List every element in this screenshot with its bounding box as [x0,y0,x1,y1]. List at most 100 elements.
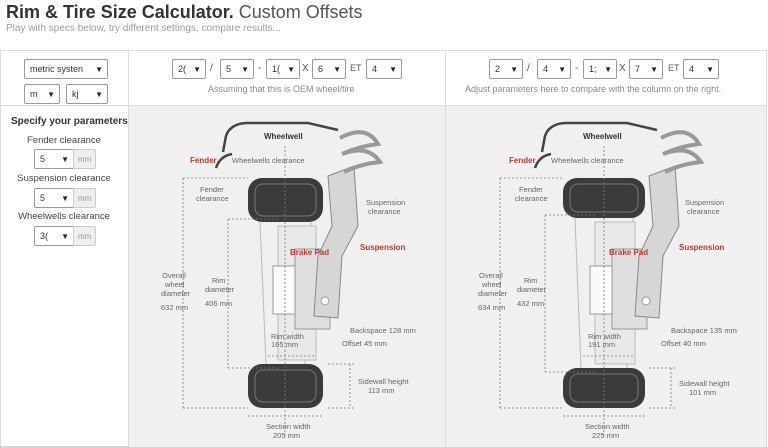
wheelwell-outline [540,121,658,153]
oem-aspect-ratio-select[interactable]: 5▼ [220,59,254,79]
wheelwells-clearance-select[interactable]: 3( ▼ [34,226,74,246]
rim-width-value: 191 mm [588,340,615,349]
page-title: Rim & Tire Size Calculator. Custom Offse… [6,2,362,23]
suspension-clearance-line2: clearance [368,207,401,216]
compare-dimension-labels: Wheelwell Fender Wheelwells clearance Fe… [478,132,737,440]
wheelwell-label: Wheelwell [583,132,622,141]
suspension-clearance-line1: Suspension [366,198,405,207]
chevron-down-icon: ▼ [287,65,295,74]
suspension-spring [339,130,384,174]
suspension-clearance-line1: Suspension [685,198,724,207]
x-separator: X [619,63,626,74]
suspension-label: Suspension [360,243,405,252]
oem-dimension-labels: Wheelwell Fender Wheelwells clearance Fe… [161,132,416,440]
suspension-clearance-select[interactable]: 5▼ [34,188,74,208]
fender-outline [214,152,233,169]
suspension-strut [313,165,359,319]
overall-diameter-line3: diameter [478,289,508,298]
fender-clearance-line1: Fender [200,185,224,194]
oem-rim-width-select[interactable]: 6▼ [312,59,346,79]
page-subtitle: Play with specs below, try different set… [6,23,281,34]
wheelwells-clearance-value: 3( [40,231,49,241]
unit-suffix: mm [73,188,96,208]
compare-offset-value: 4 [689,64,695,74]
offset-label: Offset 40 mm [661,339,706,348]
wheelwells-clearance-label: Wheelwells clearance [551,156,624,165]
compare-tire-width-select[interactable]: 2▼ [489,59,523,79]
unit-suffix: mm [73,226,96,246]
oem-tire-width-select[interactable]: 2(▼ [172,59,206,79]
section-width-label: Section width [266,422,311,431]
oem-dimension-lines [182,146,356,436]
tire-top-tread [254,183,317,217]
wheelwells-clearance-label: Wheelwells clearance [232,156,305,165]
tire-top [248,178,323,222]
unit-system-value: metric systen [30,64,84,74]
unit-system-select[interactable]: metric systen ▼ [24,59,108,79]
unit-suffix: mm [73,149,96,169]
length-unit-select[interactable]: m▼ [24,84,60,104]
strut-bolt [641,296,651,306]
sidewall-height-value: 101 mm [689,388,716,397]
oem-rim-diameter-select[interactable]: 1( ▼ [266,59,300,79]
compare-aspect-ratio-value: 4 [543,64,549,74]
chevron-down-icon: ▼ [47,90,55,99]
strut-bolt [320,296,330,306]
oem-wheel-assembly [248,130,384,408]
chevron-down-icon: ▼ [604,65,612,74]
brake-disc [589,265,613,315]
sidewall-height-value: 113 mm [368,386,395,395]
wheelwell-label: Wheelwell [264,132,303,141]
dash-separator: - [575,63,579,74]
slash-separator: / [527,63,530,74]
page-title-bold: Rim & Tire Size Calculator. [6,2,234,22]
brake-pad-label: Brake Pad [609,248,648,257]
oem-rim-diameter-value: 1( [272,64,281,74]
brake-disc [272,265,296,315]
chevron-down-icon: ▼ [510,65,518,74]
sidewall-height-label: Sidewall height [679,379,730,388]
sidewall-height-label: Sidewall height [358,377,409,386]
compare-aspect-ratio-select[interactable]: 4▼ [537,59,571,79]
compare-rim-diameter-value: 1; [589,64,597,74]
wheelwells-clearance-label: Wheelwells clearance [18,211,110,222]
weight-unit-select[interactable]: kj▼ [66,84,108,104]
section-width-label: Section width [585,422,630,431]
chevron-down-icon: ▼ [333,65,341,74]
backspace-label: Backspace 135 mm [671,326,737,335]
chevron-down-icon: ▼ [61,155,69,164]
page-title-rest: Custom Offsets [238,2,363,22]
compare-offset-select[interactable]: 4▼ [683,59,719,79]
suspension-clearance-value: 5 [40,193,46,203]
oem-offset-select[interactable]: 4▼ [366,59,402,79]
oem-rim-width-value: 6 [318,64,324,74]
et-separator: ET [350,63,362,73]
overall-diameter-line2: wheel [481,280,502,289]
compare-tire-width-value: 2 [495,64,501,74]
compare-rim-diameter-select[interactable]: 1; ▼ [583,59,617,79]
compare-rim-width-select[interactable]: 7▼ [629,59,663,79]
slash-separator: / [210,63,213,74]
wheelwell-outline [221,121,339,153]
tire-bottom-tread [254,369,317,403]
rim-diameter-value: 432 mm [517,299,544,308]
chevron-down-icon: ▼ [650,65,658,74]
section-width-value: 225 mm [592,431,619,440]
fender-clearance-line1: Fender [519,185,543,194]
rim-width-value: 165 mm [271,340,298,349]
oem-offset-value: 4 [372,64,378,74]
chevron-down-icon: ▼ [95,65,103,74]
chevron-down-icon: ▼ [558,65,566,74]
oem-tire-width-value: 2( [178,64,187,74]
fender-clearance-select[interactable]: 5▼ [34,149,74,169]
overall-diameter-line1: Overall [162,271,186,280]
fender-clearance-line2: clearance [196,194,229,203]
oem-wheel-diagram: Wheelwell Fender Wheelwells clearance Fe… [161,121,416,440]
overall-diameter-line2: wheel [164,280,185,289]
fender-outline [533,152,552,169]
suspension-clearance-line2: clearance [687,207,720,216]
rim-diameter-value: 406 mm [205,299,232,308]
chevron-down-icon: ▼ [61,232,69,241]
compare-dimension-lines [499,146,677,436]
rim-diameter-line2: diameter [517,285,547,294]
